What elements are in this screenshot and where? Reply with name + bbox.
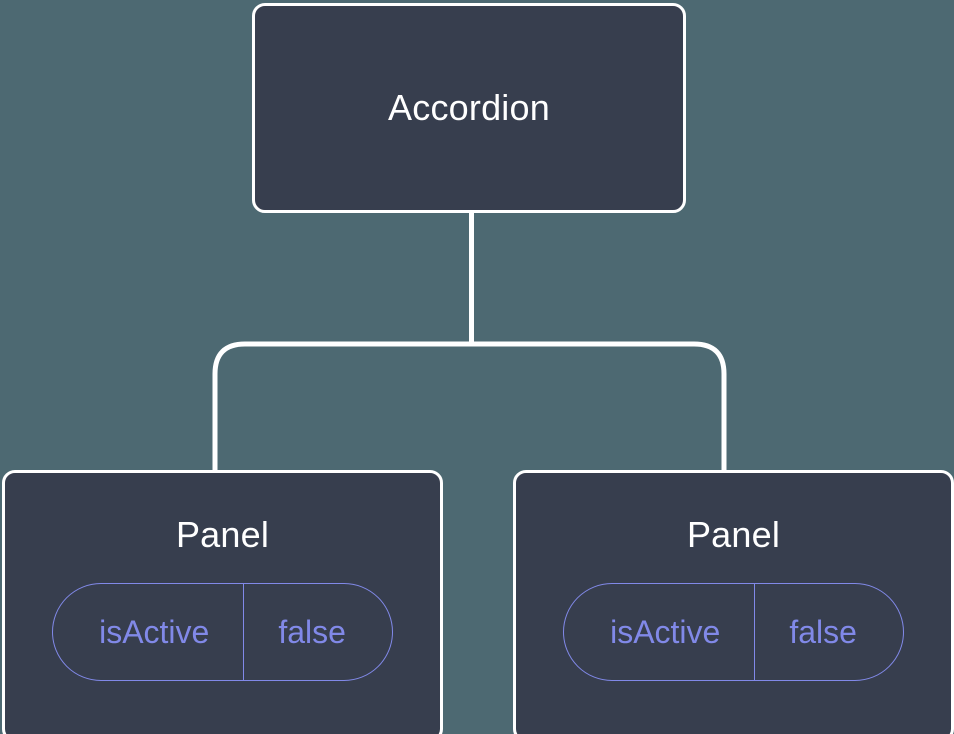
node-panel-1[interactable]: Panel isActive false [513,470,954,734]
node-panel-0-prop-key: isActive [99,614,210,650]
node-panel-1-prop-pill[interactable]: isActive false [563,583,904,681]
node-panel-1-prop-key: isActive [610,614,721,650]
node-panel-1-prop-value: false [754,584,903,680]
node-panel-0-prop-pill[interactable]: isActive false [52,583,393,681]
edge-branch-left [212,341,472,472]
node-panel-1-title: Panel [686,514,781,555]
node-accordion-title: Accordion [388,87,550,128]
edge-branch-right [471,341,727,472]
node-accordion[interactable]: Accordion [252,3,686,213]
node-panel-0-prop-value: false [243,584,392,680]
node-panel-0[interactable]: Panel isActive false [2,470,443,734]
node-panel-0-title: Panel [175,514,270,555]
